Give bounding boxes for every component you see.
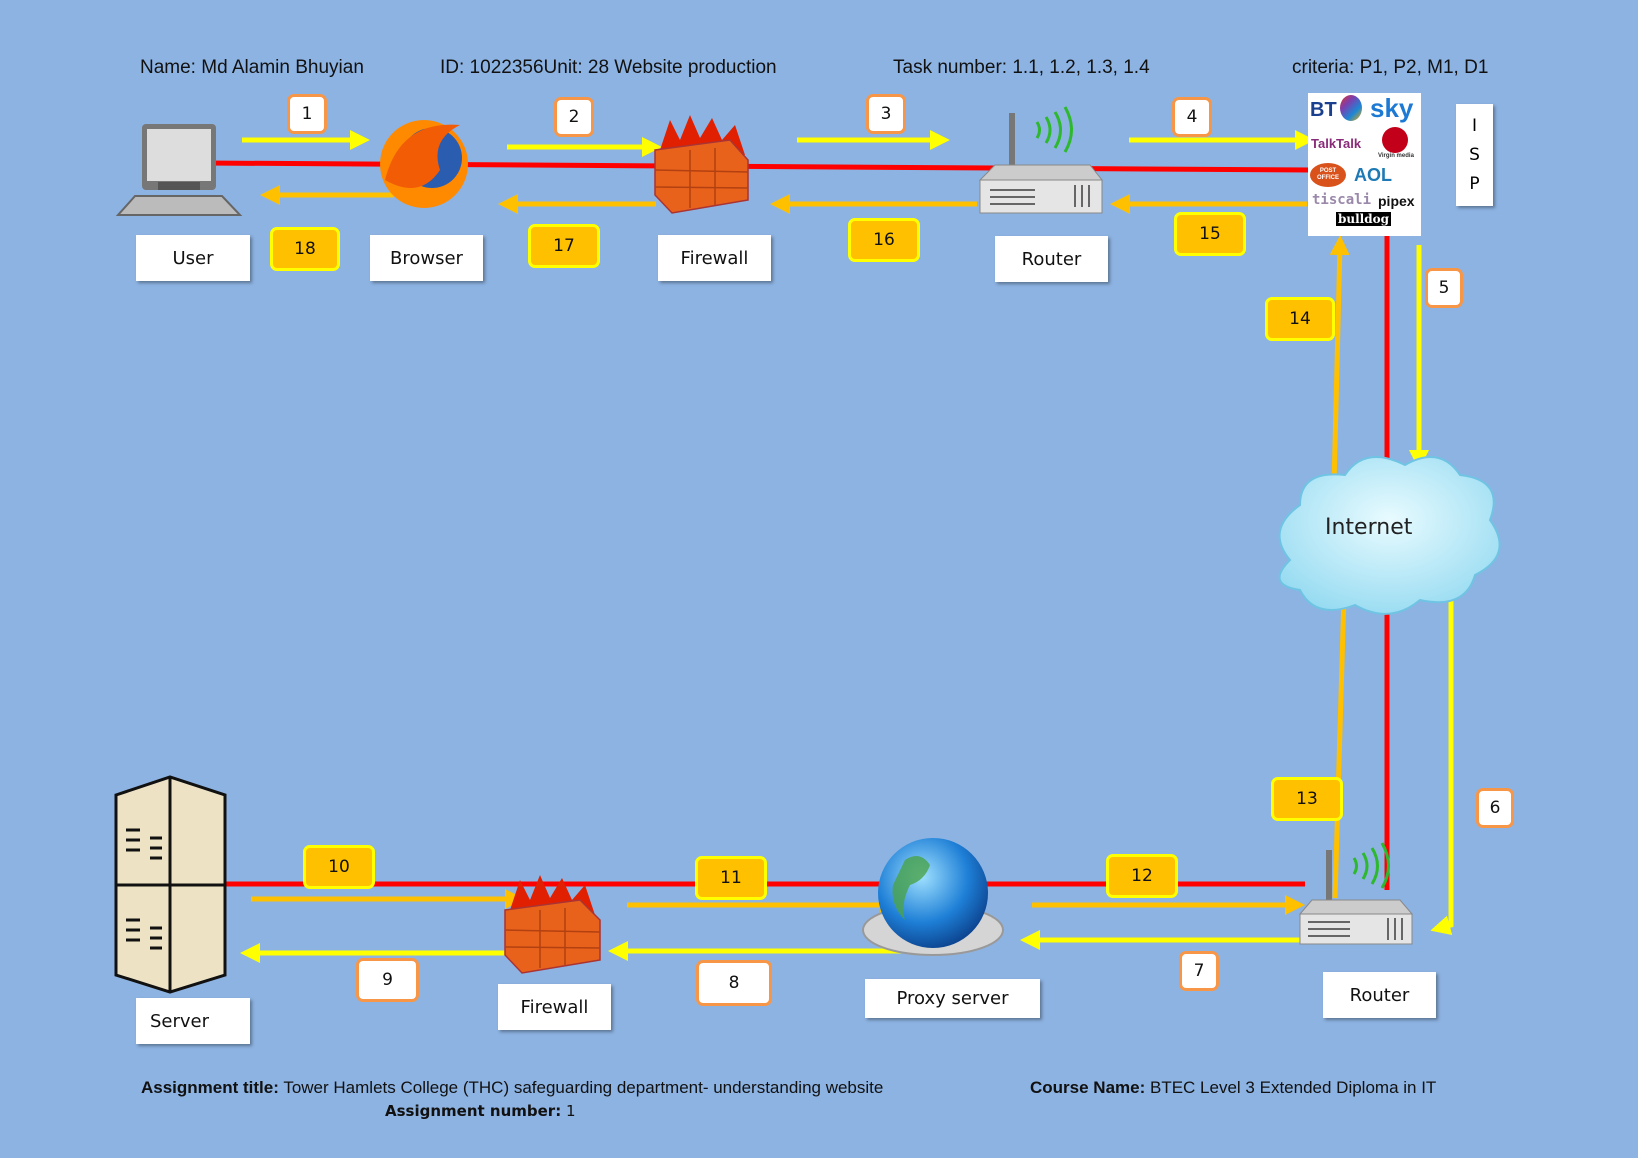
internet-label: Internet [1325, 515, 1413, 540]
task-number: Task number: 1.1, 1.2, 1.3, 1.4 [893, 57, 1150, 78]
step-badge-13: 13 [1271, 777, 1343, 821]
server-label: Server [136, 998, 250, 1044]
isp-label-box: I S P [1456, 104, 1493, 206]
isp-logos-image: BT sky TalkTalk Virgin media POST OFFICE… [1308, 93, 1421, 236]
firewall-bottom-label: Firewall [498, 984, 611, 1030]
step-badge-10: 10 [303, 845, 375, 889]
server-icon [114, 775, 227, 994]
student-id-unit: ID: 1022356Unit: 28 Website production [440, 57, 777, 78]
step-badge-18: 18 [270, 227, 340, 271]
step-badge-8: 8 [696, 960, 772, 1006]
step-badge-7: 7 [1179, 951, 1219, 991]
assignment-number-value: 1 [565, 1102, 576, 1120]
laptop-icon [115, 124, 243, 216]
step-badge-11: 11 [695, 856, 767, 900]
assignment-number-label: Assignment number: [385, 1102, 562, 1120]
user-label: User [136, 235, 250, 281]
internet-cloud-icon [1278, 456, 1501, 615]
step-badge-1: 1 [287, 94, 327, 134]
router-icon [978, 106, 1104, 214]
arrow-step-6 [1430, 565, 1454, 936]
browser-label: Browser [370, 235, 483, 281]
step-badge-15: 15 [1174, 212, 1246, 256]
assignment-number: Assignment number: 1 [385, 1102, 576, 1120]
step-badge-14: 14 [1265, 297, 1335, 341]
step-badge-4: 4 [1172, 97, 1212, 137]
isp-letter: S [1469, 144, 1480, 165]
isp-letter: I [1471, 115, 1477, 136]
firewall-icon [504, 875, 601, 974]
step-badge-6: 6 [1476, 788, 1514, 828]
firewall-top-label: Firewall [658, 235, 771, 281]
router-icon [1298, 842, 1414, 945]
firefox-browser-icon [380, 120, 468, 208]
proxy-server-globe-icon [862, 838, 1004, 956]
course-name-value: BTEC Level 3 Extended Diploma in IT [1150, 1078, 1437, 1097]
isp-letter: P [1469, 173, 1480, 194]
assignment-title: Assignment title: Tower Hamlets College … [141, 1078, 883, 1098]
connection-top [204, 160, 1311, 173]
firewall-icon [654, 115, 749, 214]
assignment-title-value: Tower Hamlets College (THC) safeguarding… [283, 1078, 884, 1097]
router-top-label: Router [995, 236, 1108, 282]
step-badge-17: 17 [528, 224, 600, 268]
proxy-server-label: Proxy server [865, 979, 1040, 1018]
step-badge-9: 9 [356, 958, 419, 1002]
course-name: Course Name: BTEC Level 3 Extended Diplo… [1030, 1078, 1436, 1098]
arrow-step-14 [1329, 235, 1350, 486]
step-badge-16: 16 [848, 218, 920, 262]
step-badge-5: 5 [1425, 268, 1463, 308]
step-badge-3: 3 [866, 94, 906, 134]
step-badge-12: 12 [1106, 854, 1178, 898]
student-name: Name: Md Alamin Bhuyian [140, 57, 364, 78]
assignment-title-label: Assignment title: [141, 1078, 279, 1097]
course-name-label: Course Name: [1030, 1078, 1146, 1097]
arrow-step-13 [1332, 585, 1354, 899]
step-badge-2: 2 [554, 97, 594, 137]
criteria: criteria: P1, P2, M1, D1 [1292, 57, 1489, 78]
router-bottom-label: Router [1323, 972, 1436, 1018]
